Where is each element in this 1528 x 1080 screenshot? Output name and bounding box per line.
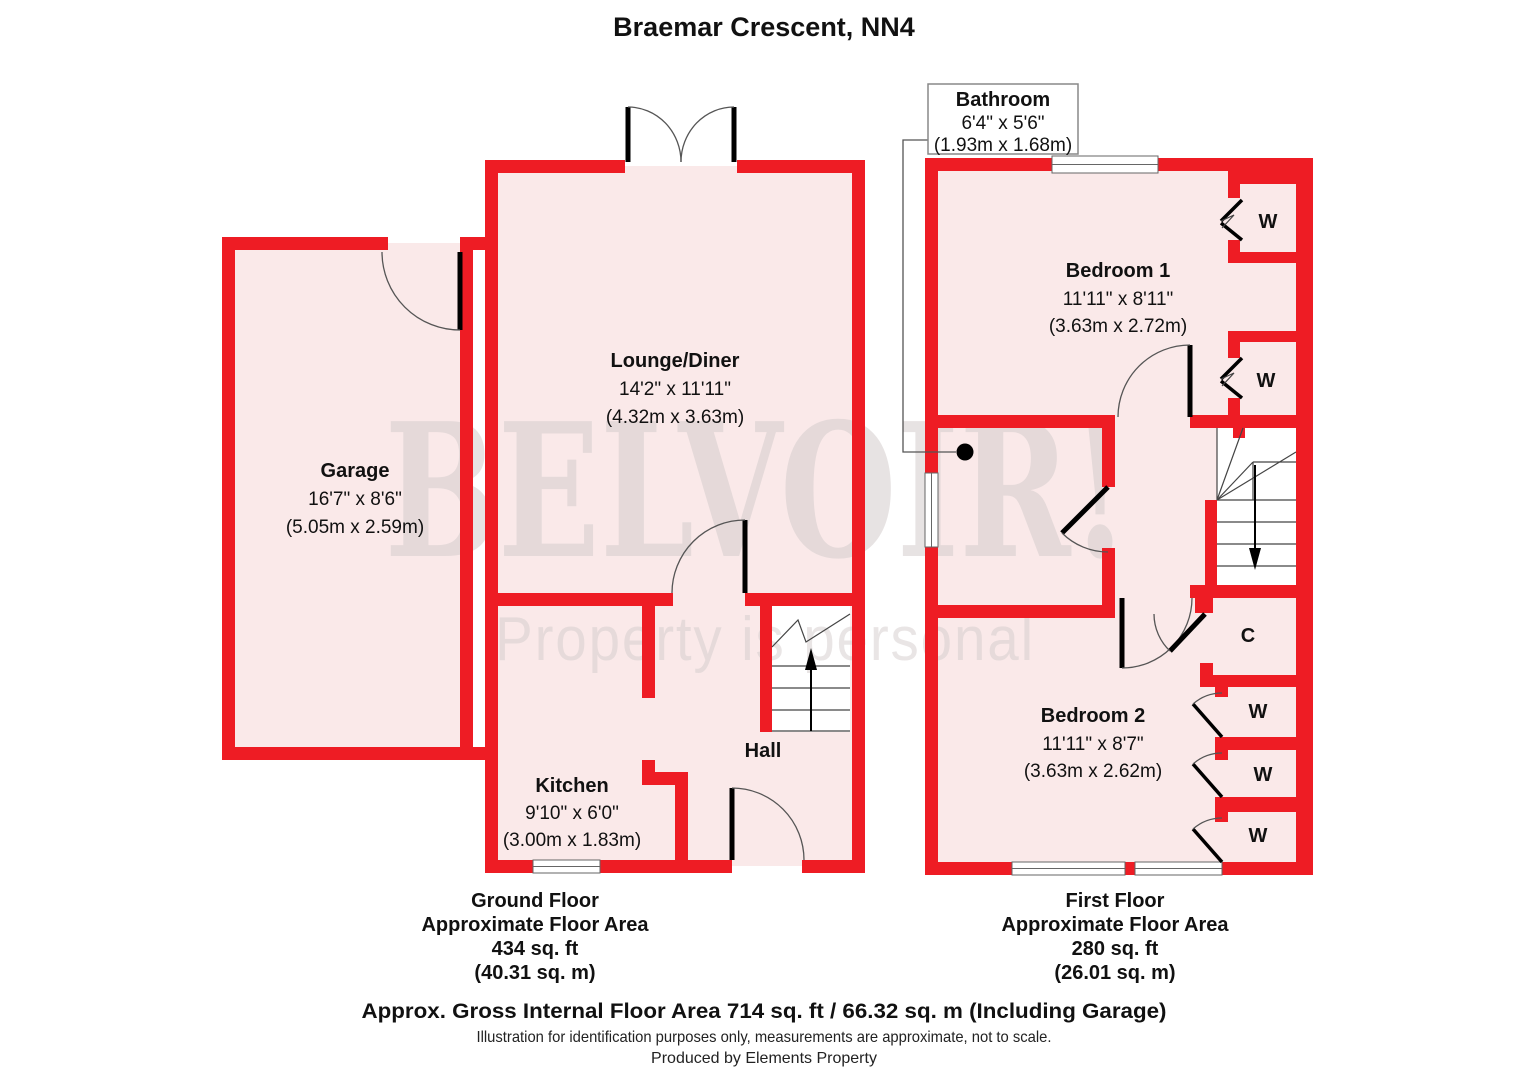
ground-floor-title: Ground Floor [471,890,599,912]
first-floor-labels: Bedroom 1 11'11" x 8'11" (3.63m x 2.72m)… [1024,211,1278,847]
lounge-dims-imperial: 14'2" x 11'11" [619,379,731,400]
lounge-name: Lounge/Diner [611,350,740,372]
first-stairs [1216,427,1297,570]
bedroom2-dims-imperial: 11'11" x 8'7" [1042,734,1143,755]
house-ground-fill [492,166,858,866]
front-door [729,787,805,861]
stairs-up-arrow-icon [805,648,817,670]
ground-floor-labels: Garage 16'7" x 8'6" (5.05m x 2.59m) Loun… [286,350,782,851]
cupboard-label: C [1241,625,1255,647]
bedroom2-dims-metric: (3.63m x 2.62m) [1024,761,1162,782]
wardrobe-bifold-door-2 [1219,356,1244,400]
wardrobe-bifold-door-1 [1219,198,1244,242]
bathroom-callout: Bathroom 6'4" x 5'6" (1.93m x 1.68m) [902,83,1079,461]
bedroom1-name: Bedroom 1 [1066,260,1170,282]
ground-floor-area-label: Approximate Floor Area [421,914,649,936]
ground-stairs [771,613,851,732]
kitchen-dims-metric: (3.00m x 1.83m) [503,830,641,851]
bathroom-door [1060,485,1110,553]
room-fills [228,165,1306,873]
callout-dot-icon [956,443,974,461]
bedroom1-window [1051,155,1159,174]
hall-name: Hall [745,740,782,762]
garage-door [381,251,463,331]
wardrobe-label-5: W [1249,825,1268,847]
stairs-down-arrow-icon [1249,548,1261,570]
wardrobe-label-4: W [1254,764,1273,786]
bedroom1-dims-imperial: 11'11" x 8'11" [1063,289,1174,310]
first-floor-area-imperial: 280 sq. ft [1072,938,1159,960]
french-doors [625,106,737,163]
page-title: Braemar Crescent, NN4 [613,12,915,42]
wardrobe-label-3: W [1249,701,1268,723]
callout-leader-line [902,139,956,453]
wardrobe-door-4 [1191,752,1224,799]
bedroom2-name: Bedroom 2 [1041,705,1145,727]
footer-notes: Approx. Gross Internal Floor Area 714 sq… [362,1000,1167,1067]
ground-floor-area-metric: (40.31 sq. m) [474,962,595,984]
first-floor-title: First Floor [1066,890,1165,912]
gross-area-text: Approx. Gross Internal Floor Area 714 sq… [362,1000,1167,1023]
disclaimer-text: Illustration for identification purposes… [477,1029,1052,1046]
cupboard-door [1153,612,1207,653]
garage-name: Garage [321,460,390,482]
garage-fill [228,243,467,754]
ground-floor-area-imperial: 434 sq. ft [492,938,579,960]
first-floor-area-label: Approximate Floor Area [1001,914,1229,936]
bathroom-window [924,472,939,548]
producer-text: Produced by Elements Property [651,1050,877,1067]
garage-dims-metric: (5.05m x 2.59m) [286,517,424,538]
wardrobe-label-1: W [1259,211,1278,233]
lounge-hall-door [671,519,748,594]
bedroom1-door [1117,344,1193,418]
first-floor-summary: First Floor Approximate Floor Area 280 s… [1001,890,1229,984]
wardrobe-label-2: W [1257,370,1276,392]
garage-dims-imperial: 16'7" x 8'6" [308,489,402,510]
ground-floor-summary: Ground Floor Approximate Floor Area 434 … [421,890,649,984]
bedroom1-dims-metric: (3.63m x 2.72m) [1049,316,1187,337]
kitchen-dims-imperial: 9'10" x 6'0" [525,803,619,824]
callout-box [927,83,1079,155]
first-floor-area-metric: (26.01 sq. m) [1054,962,1175,984]
bedroom2-windows [1011,861,1223,876]
kitchen-window [532,859,601,874]
wardrobe-door-5 [1191,817,1224,864]
lounge-dims-metric: (4.32m x 3.63m) [606,407,744,428]
kitchen-name: Kitchen [535,775,608,797]
bathroom-dims-metric: (1.93m x 1.68m) [934,135,1072,156]
wardrobe-door-3 [1191,692,1224,739]
bathroom-name: Bathroom [956,89,1050,111]
bathroom-dims-imperial: 6'4" x 5'6" [961,113,1044,134]
